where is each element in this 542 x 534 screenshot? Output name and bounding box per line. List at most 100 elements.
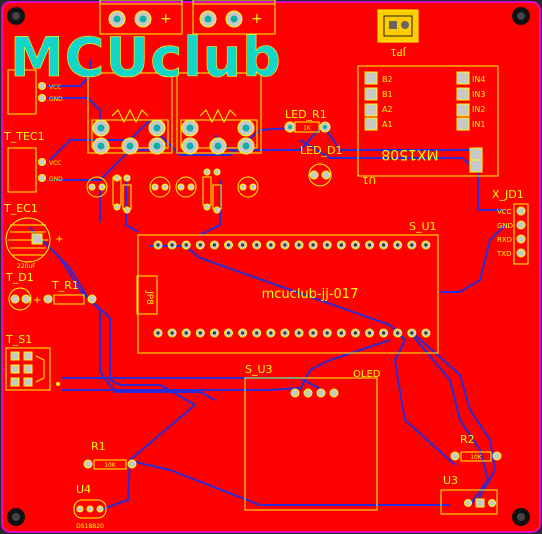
mcu-pin-hole: [212, 243, 216, 247]
x-jd1-pin-rxd: RXD: [497, 236, 512, 244]
s-u1-label: S_U1: [409, 220, 437, 233]
mcu-pin-hole: [269, 243, 273, 247]
mcu-pin-hole: [382, 243, 386, 247]
x-jd1-header: X_JD1 VCC GND RXD TXD: [492, 188, 529, 265]
mcu-pin-hole: [396, 243, 400, 247]
svg-text:+: +: [160, 11, 172, 27]
led-r1: LED_R1 1K: [284, 108, 331, 133]
t-s1-label: T_S1: [5, 333, 32, 346]
u1-label: U1: [362, 174, 376, 185]
mcu-pin-hole: [226, 243, 231, 247]
u4-sensor: U4 DS18B20: [73, 483, 107, 530]
jp8-label: JP8: [144, 290, 154, 305]
mcu-pin-hole: [382, 331, 386, 335]
u1-pin-b1: B1: [382, 90, 393, 99]
u1-pin-in3: IN3: [472, 90, 485, 99]
u1-pin-in2: IN2: [472, 105, 485, 114]
mcu-pin-hole: [396, 331, 400, 335]
mounting-holes: [7, 7, 530, 526]
top-left-pin-gnd: GND: [49, 96, 63, 103]
u1-driver: B2 B1 A2 A1 IN4 IN3 IN2 IN1 MX1508 U1: [357, 65, 499, 185]
u1-chip-label: MX1508: [381, 146, 438, 162]
mcu-pin-hole: [325, 243, 329, 247]
u3-label: U3: [443, 474, 458, 487]
u1-pin-in1: IN1: [472, 120, 485, 129]
t-r1-label: T_R1: [51, 279, 79, 292]
mcu-pin-hole: [241, 331, 245, 335]
mcu-pin-hole: [184, 243, 188, 247]
mcu-pin-hole: [367, 331, 372, 335]
mcu-pin-hole: [410, 331, 414, 335]
top-left-pin-vcc: VCC: [49, 84, 61, 91]
u3-module: U3: [440, 474, 498, 515]
mcu-pin-hole: [283, 243, 287, 247]
t-d1-label: T_D1: [5, 271, 34, 284]
t-d1-led: T_D1 +: [5, 271, 41, 311]
svg-text:+: +: [55, 234, 63, 245]
r1-label: R1: [91, 440, 106, 453]
transistors-and-resistors: [86, 168, 259, 214]
mcu-pin-hole: [311, 331, 315, 335]
top-connector-left: +: [99, 0, 183, 35]
mcu-pin-hole: [367, 243, 372, 247]
top-connector-right: +: [192, 0, 276, 35]
t-tec1-pin-vcc: VCC: [49, 160, 61, 167]
mcu-pin-hole: [170, 331, 174, 335]
u4-label: U4: [76, 483, 91, 496]
led-d1: LED_D1: [300, 144, 343, 187]
oled-label: OLED: [353, 369, 381, 380]
mcu-pins-top: [153, 240, 431, 250]
mcu-pin-hole: [226, 331, 231, 335]
t-ec1-label: T_EC1: [3, 202, 38, 215]
svg-text:+: +: [33, 295, 41, 306]
t-tec1-connector: T_TEC1 VCC GND: [3, 130, 63, 193]
r2-resistor: R2 10K: [450, 433, 502, 462]
mcu-pin-hole: [198, 243, 202, 247]
mcu-pin-hole: [156, 331, 160, 335]
mcu-pin-hole: [339, 331, 343, 335]
relay-left: [87, 72, 173, 155]
jp1-jumper: JP1: [377, 9, 419, 57]
mcu-pin-hole: [311, 243, 315, 247]
mcu-pin-hole: [156, 243, 160, 247]
t-r1-resistor: T_R1: [43, 279, 97, 305]
t-tec1-pin-gnd: GND: [49, 176, 63, 183]
mcu-pin-hole: [325, 331, 329, 335]
u1-pin-a2: A2: [382, 105, 393, 114]
u1-pin-in4: IN4: [472, 75, 485, 84]
mcuclub-logo: MCUclub: [10, 26, 282, 89]
relay-right: [176, 72, 262, 155]
mcu-pins-bottom: [153, 328, 431, 338]
t-ec1-capacitor: T_EC1 + 220uF: [3, 202, 63, 270]
mcu-pin-hole: [184, 331, 188, 335]
mcu-pin-hole: [297, 331, 301, 335]
mcu-pin-hole: [410, 243, 414, 247]
x-jd1-pin-gnd: GND: [497, 222, 513, 230]
u4-value: DS18B20: [76, 523, 104, 530]
mcu-pin-hole: [353, 243, 357, 247]
mcu-pin-hole: [170, 243, 174, 247]
mcu-pin-hole: [269, 331, 273, 335]
led-d1-label: LED_D1: [300, 144, 343, 157]
mcu-pin-hole: [255, 243, 259, 247]
top-left-connector: VCC GND: [7, 69, 63, 115]
t-tec1-label: T_TEC1: [3, 130, 45, 143]
mcu-pin-hole: [297, 243, 301, 247]
t-s1-switch: T_S1: [5, 333, 60, 391]
u1-pin-a1: A1: [382, 120, 393, 129]
t-ec1-value: 220uF: [17, 263, 36, 270]
mcu-pin-hole: [424, 243, 428, 247]
r1-resistor: R1 10K: [83, 440, 137, 470]
u1-pin-b2: B2: [382, 75, 393, 84]
led-r1-label: LED_R1: [285, 108, 327, 121]
jp1-label: JP1: [390, 46, 406, 57]
mcu-pin-hole: [339, 243, 343, 247]
s-u1-mcu: S_U1 JP8 mcuclub-jj-017: [136, 220, 439, 354]
mcu-pin-hole: [353, 331, 357, 335]
mcu-pin-hole: [241, 243, 245, 247]
r1-value: 10K: [104, 462, 117, 469]
mcu-pin-hole: [212, 331, 216, 335]
s-u3-oled: S_U3 OLED: [244, 363, 381, 511]
svg-text:+: +: [251, 11, 263, 27]
